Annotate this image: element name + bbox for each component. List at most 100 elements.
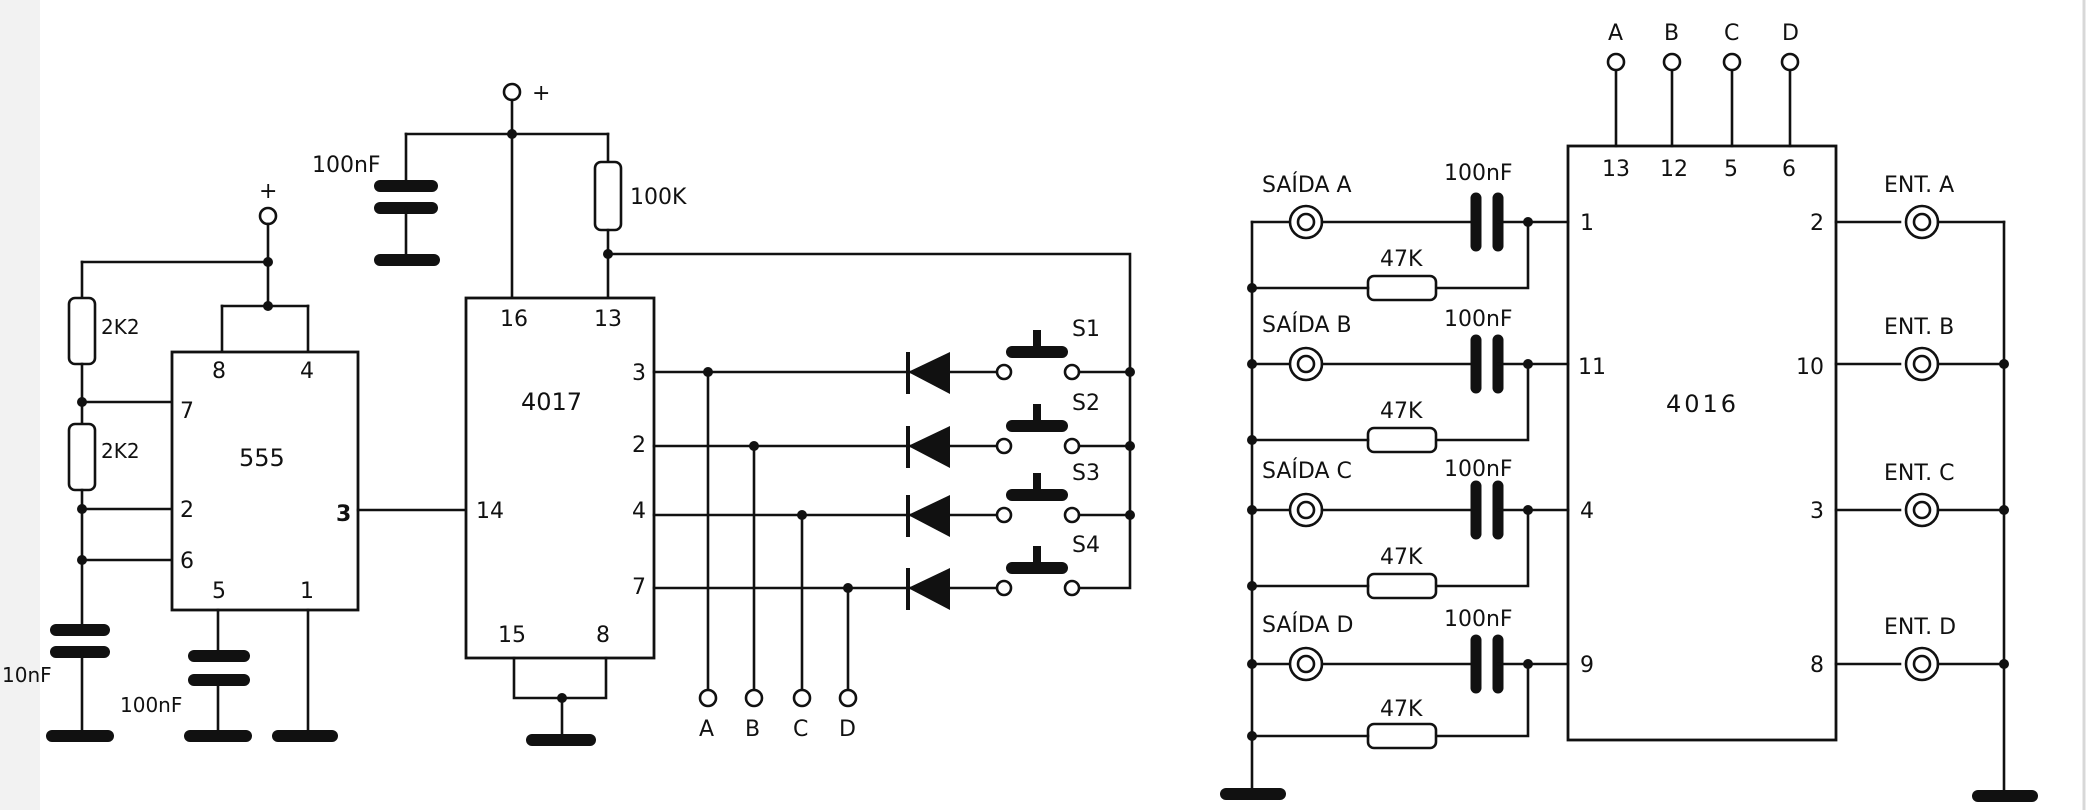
switch-s1: S1 xyxy=(995,317,1100,381)
control-label-a: A xyxy=(1608,21,1623,46)
output-label-d: D xyxy=(839,717,856,742)
saida-d-label: SAÍDA D xyxy=(1262,612,1353,638)
channel-b: SAÍDA B 100nF 47K ENT. B xyxy=(1247,307,2009,454)
diode-1 xyxy=(906,352,950,394)
supply-plus-label-4017: + xyxy=(532,81,550,106)
ic-4016-pin13: 13 xyxy=(1602,157,1630,182)
cap-c-label: 100nF xyxy=(1444,457,1513,482)
ic-555-pin2: 2 xyxy=(180,498,194,523)
ic-4016-pin12: 12 xyxy=(1660,157,1688,182)
ic-555-pin1: 1 xyxy=(300,579,314,604)
resistor-47k-b xyxy=(1366,426,1438,454)
output-label-a: A xyxy=(699,717,714,742)
resistor-47k-a xyxy=(1366,274,1438,302)
res-a-label: 47K xyxy=(1380,247,1423,272)
saida-a-label: SAÍDA A xyxy=(1262,172,1352,198)
resistor-2k2-top xyxy=(67,296,97,366)
control-label-d: D xyxy=(1782,21,1799,46)
ic-555-pin7: 7 xyxy=(180,399,194,424)
ic-4017-pin15: 15 xyxy=(498,623,526,648)
scan-edge xyxy=(0,0,40,810)
supply-terminal-555 xyxy=(258,206,278,226)
resistor-47k-c xyxy=(1366,572,1438,600)
ic-4017-pin16: 16 xyxy=(500,307,528,332)
output-label-b: B xyxy=(745,717,760,742)
ic-555-pin4: 4 xyxy=(300,359,314,384)
res-c-label: 47K xyxy=(1380,545,1423,570)
output-label-c: C xyxy=(793,717,808,742)
switch-s3-label: S3 xyxy=(1072,461,1100,486)
ic-4017 xyxy=(464,296,656,660)
ic-4017-pin4: 4 xyxy=(632,499,646,524)
switch-s2: S2 xyxy=(995,391,1100,455)
resistor-2k2-bottom xyxy=(67,422,97,492)
ic-4016-name: 4016 xyxy=(1666,390,1739,418)
output-terminal-a xyxy=(698,688,718,708)
ic-555-pin5: 5 xyxy=(212,579,226,604)
ic-555-pin6: 6 xyxy=(180,549,194,574)
capacitor-10nf-label: 10nF xyxy=(2,663,52,687)
cap-b-label: 100nF xyxy=(1444,307,1513,332)
channel-c: SAÍDA C 100nF 47K ENT. C xyxy=(1247,457,2009,600)
ic-555-pin3: 3 xyxy=(336,502,351,527)
control-label-b: B xyxy=(1664,21,1679,46)
switch-s3: S3 xyxy=(995,461,1100,524)
res-d-label: 47K xyxy=(1380,697,1423,722)
ic-555-pin8: 8 xyxy=(212,359,226,384)
res-b-label: 47K xyxy=(1380,399,1423,424)
supply-terminal-4017 xyxy=(502,82,522,102)
ic-4017-pin2: 2 xyxy=(632,433,646,458)
switch-s2-label: S2 xyxy=(1072,391,1100,416)
ic-4016-pin6: 6 xyxy=(1782,157,1796,182)
ic-4017-pin13: 13 xyxy=(594,307,622,332)
resistor-100k xyxy=(593,160,623,232)
switch-s4-label: S4 xyxy=(1072,533,1100,558)
cap-a-label: 100nF xyxy=(1444,161,1513,186)
resistor-47k-d xyxy=(1366,722,1438,750)
ic-4016-pin4: 4 xyxy=(1580,499,1594,524)
resistor-2k2-bottom-label: 2K2 xyxy=(101,439,140,463)
control-terminal-d xyxy=(1780,52,1800,72)
ic-4016-pin2: 2 xyxy=(1810,211,1824,236)
ent-d-label: ENT. D xyxy=(1884,615,1956,640)
ic-4016-pin5: 5 xyxy=(1724,157,1738,182)
switch-s4: S4 xyxy=(995,533,1100,597)
supply-plus-label-555: + xyxy=(259,179,277,204)
saida-c-label: SAÍDA C xyxy=(1262,458,1352,484)
ic-4016-pin11: 11 xyxy=(1578,355,1606,380)
diode-4 xyxy=(906,568,950,610)
ent-a-label: ENT. A xyxy=(1884,173,1954,198)
control-terminal-c xyxy=(1722,52,1742,72)
ic-4017-pin3: 3 xyxy=(632,361,646,386)
saida-b-label: SAÍDA B xyxy=(1262,312,1352,338)
switch-s1-label: S1 xyxy=(1072,317,1100,342)
ic-555 xyxy=(170,350,360,612)
ent-b-label: ENT. B xyxy=(1884,315,1954,340)
ic-4017-pin8: 8 xyxy=(596,623,610,648)
ic-4016-pin10: 10 xyxy=(1796,355,1824,380)
control-label-c: C xyxy=(1724,21,1739,46)
output-terminal-c xyxy=(792,688,812,708)
cap-d-label: 100nF xyxy=(1444,607,1513,632)
resistor-100k-label: 100K xyxy=(630,185,687,210)
control-terminal-a xyxy=(1606,52,1626,72)
diode-2 xyxy=(906,426,950,468)
circuit-4017-counter: + 100nF 100K 4017 16 13 14 3 2 4 7 15 8 xyxy=(312,81,1135,746)
ic-4016-pin9: 9 xyxy=(1580,653,1594,678)
ent-c-label: ENT. C xyxy=(1884,461,1955,486)
output-terminal-d xyxy=(838,688,858,708)
output-terminal-b xyxy=(744,688,764,708)
channel-a: SAÍDA A 100nF 47K ENT. A xyxy=(1247,161,2006,302)
circuit-4016-switch: 4016 13 12 5 6 A B C D 1 11 4 9 2 10 3 8 xyxy=(1220,21,2038,802)
ic-4016-pin3: 3 xyxy=(1810,499,1824,524)
circuit-555-oscillator: + 2K2 2K2 10nF 555 8 4 xyxy=(2,179,468,742)
ic-4017-pin14: 14 xyxy=(476,499,504,524)
ic-4017-pin7: 7 xyxy=(632,575,646,600)
ic-4016 xyxy=(1566,144,1838,742)
control-terminal-b xyxy=(1662,52,1682,72)
capacitor-100nf-ctrl-label: 100nF xyxy=(120,693,182,717)
capacitor-100nf-supply-label: 100nF xyxy=(312,153,381,178)
ic-4017-name: 4017 xyxy=(521,388,582,416)
channel-d: SAÍDA D 100nF 47K ENT. D xyxy=(1247,607,2009,750)
